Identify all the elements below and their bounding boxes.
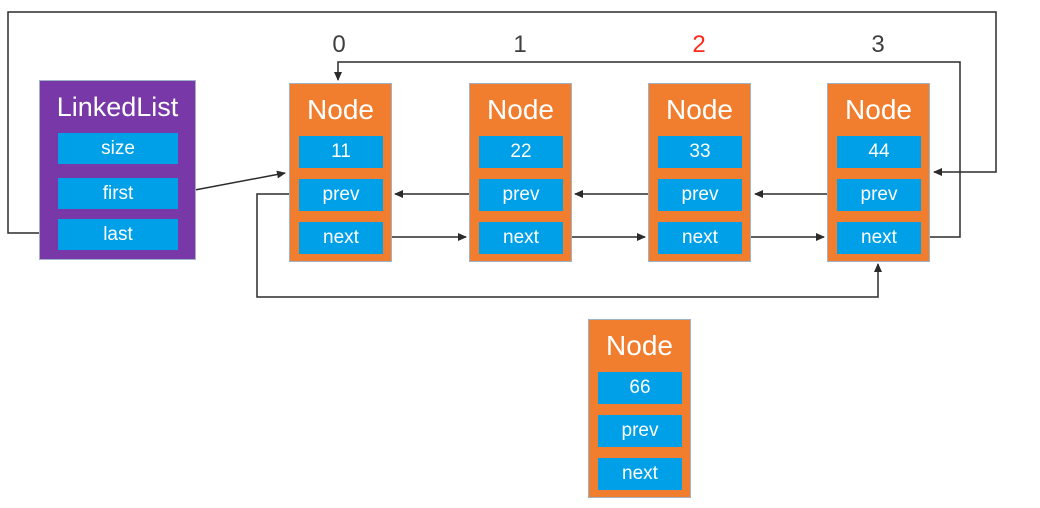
linkedlist-box: LinkedList size first last (39, 80, 196, 260)
node-box-0: Node 11 prev next (289, 83, 392, 262)
index-label-1: 1 (513, 31, 527, 58)
node-title: Node (606, 330, 673, 361)
index-label-3: 3 (871, 31, 885, 58)
node-box-3: Node 44 prev next (827, 83, 930, 262)
index-label-0: 0 (332, 31, 346, 58)
node-prev-field: prev (479, 179, 563, 211)
node-value-field: 44 (837, 136, 921, 168)
node-value-field: 33 (658, 136, 742, 168)
linkedlist-size-field: size (58, 133, 178, 164)
node-value-field: 66 (598, 372, 682, 404)
node-title: Node (487, 94, 554, 125)
node-prev-field: prev (598, 415, 682, 447)
node-prev-field: prev (658, 179, 742, 211)
linkedlist-last-field: last (58, 219, 178, 250)
detached-node-box: Node 66 prev next (588, 319, 691, 498)
node-box-2: Node 33 prev next (648, 83, 751, 262)
node-title: Node (845, 94, 912, 125)
node-next-field: next (479, 222, 563, 254)
node-next-field: next (299, 222, 383, 254)
node-title: Node (307, 94, 374, 125)
node-title: Node (666, 94, 733, 125)
node-value-field: 22 (479, 136, 563, 168)
linkedlist-title: LinkedList (56, 92, 179, 122)
node-prev-field: prev (299, 179, 383, 211)
node-next-field: next (837, 222, 921, 254)
linkedlist-first-field: first (58, 178, 178, 209)
node-next-field: next (658, 222, 742, 254)
node-prev-field: prev (837, 179, 921, 211)
node-next-field: next (598, 458, 682, 490)
index-label-2-highlighted: 2 (692, 31, 706, 58)
node-box-1: Node 22 prev next (469, 83, 572, 262)
node-value-field: 11 (299, 136, 383, 168)
